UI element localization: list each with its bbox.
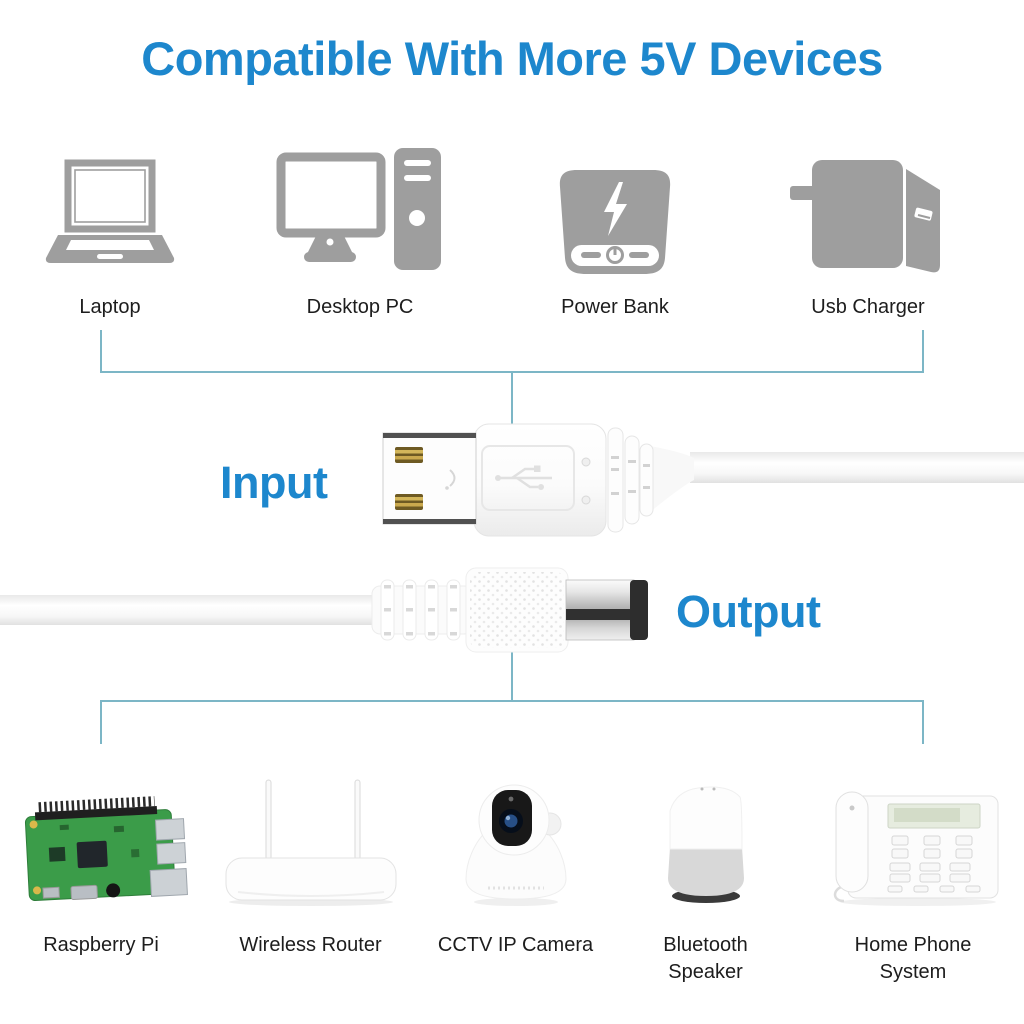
device-raspberry-pi: Raspberry Pi bbox=[12, 770, 190, 959]
phone-handset bbox=[835, 791, 869, 893]
input-label: Input bbox=[220, 457, 328, 508]
device-label: Home Phone System bbox=[854, 934, 972, 983]
power-bank-icon bbox=[555, 148, 675, 274]
device-bluetooth-speaker: Bluetooth Speaker bbox=[628, 770, 783, 986]
device-label: Usb Charger bbox=[811, 296, 925, 318]
phone-keypad bbox=[887, 835, 981, 893]
device-power-bank: Power Bank bbox=[540, 148, 690, 321]
bottom-bracket-drop-line bbox=[511, 652, 513, 700]
usb-charger-icon bbox=[790, 148, 946, 274]
strain-relief-ribs bbox=[607, 427, 654, 533]
device-home-phone: Home Phone System bbox=[818, 770, 1008, 986]
usb-charger-icon bbox=[790, 160, 940, 273]
raspberry-pi-image bbox=[11, 770, 191, 908]
usb-a-connector bbox=[382, 423, 1024, 537]
desktop-pc-icon bbox=[276, 148, 441, 270]
top-bracket-drop-line bbox=[511, 371, 513, 424]
bluetooth-speaker-image bbox=[667, 786, 744, 903]
device-desktop-pc: Desktop PC bbox=[265, 148, 455, 321]
home-phone-image bbox=[833, 791, 999, 906]
usb-metal-shell bbox=[382, 432, 477, 525]
cctv-ip-camera-image bbox=[441, 770, 591, 908]
router-antenna bbox=[354, 779, 360, 863]
bottom-bracket bbox=[100, 700, 924, 744]
usb-trident-logo bbox=[495, 465, 552, 490]
top-bracket bbox=[100, 330, 924, 373]
wireless-router-image bbox=[216, 770, 406, 908]
usb-plastic-body bbox=[473, 423, 607, 537]
device-label: Power Bank bbox=[561, 296, 669, 318]
power-bank-icon bbox=[559, 170, 671, 274]
desktop-pc-icon bbox=[276, 148, 444, 274]
barrel-plug-tip bbox=[565, 579, 648, 641]
input-cable bbox=[690, 452, 1024, 483]
knurled-grip bbox=[465, 567, 569, 653]
dc-barrel-connector bbox=[0, 567, 648, 653]
output-cable bbox=[0, 595, 380, 625]
device-label: Bluetooth Speaker bbox=[663, 934, 748, 983]
device-laptop: Laptop bbox=[25, 148, 195, 321]
output-label: Output bbox=[676, 586, 821, 637]
raspberry-pi-image bbox=[24, 796, 188, 902]
cctv-ip-camera-image bbox=[464, 784, 567, 906]
wireless-router-image bbox=[225, 779, 396, 906]
device-usb-charger: Usb Charger bbox=[780, 148, 956, 321]
device-label: Desktop PC bbox=[306, 296, 414, 318]
page-title: Compatible With More 5V Devices bbox=[141, 32, 883, 85]
device-cctv-camera: CCTV IP Camera bbox=[428, 770, 603, 959]
router-antenna bbox=[265, 779, 271, 863]
device-label: Raspberry Pi bbox=[43, 934, 159, 956]
device-label: Laptop bbox=[79, 296, 141, 318]
output-strain-relief bbox=[371, 579, 473, 641]
bluetooth-speaker-image bbox=[636, 770, 776, 908]
laptop-icon bbox=[45, 159, 175, 263]
device-label: Wireless Router bbox=[239, 934, 382, 956]
home-phone-image bbox=[818, 770, 1008, 908]
usb-contact-pads bbox=[395, 447, 423, 510]
device-label: CCTV IP Camera bbox=[437, 934, 594, 956]
laptop-icon bbox=[44, 148, 176, 274]
device-wireless-router: Wireless Router bbox=[218, 770, 403, 959]
